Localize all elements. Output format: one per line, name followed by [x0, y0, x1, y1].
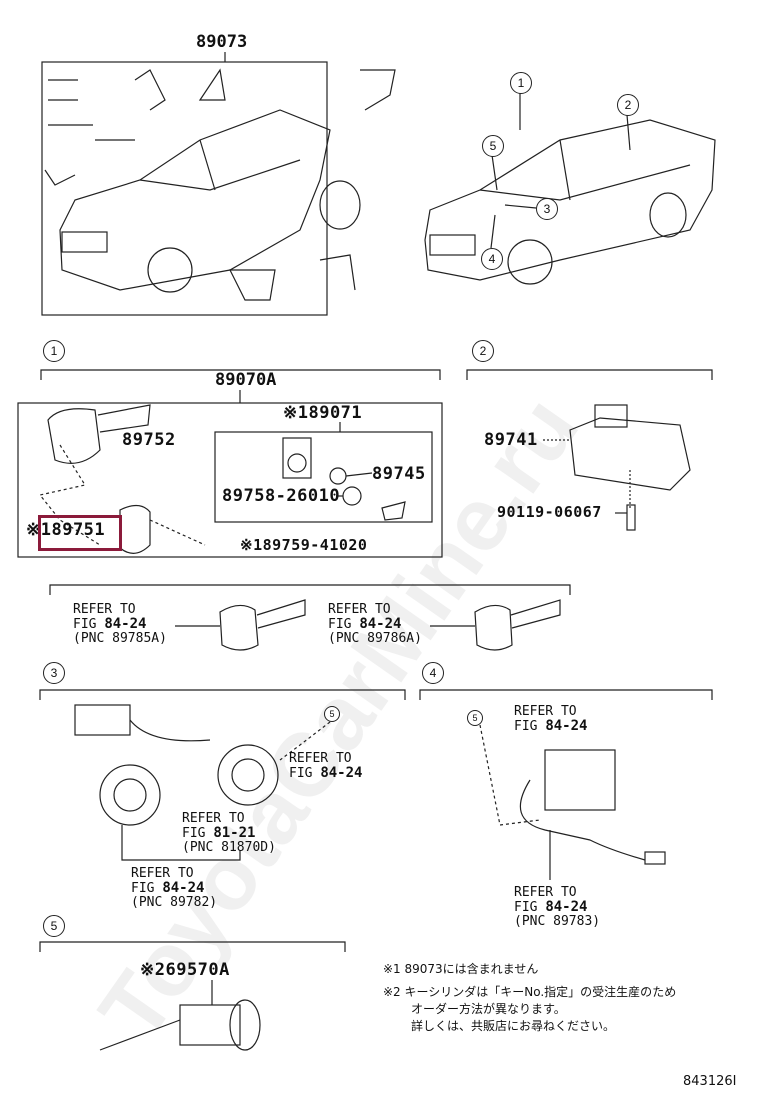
part-89752: 89752 [122, 430, 176, 450]
assembly-label-89073: 89073 [196, 32, 248, 52]
section-3-marker: 3 [43, 662, 65, 684]
footnote-2-line3: 詳しくは、共販店にお尋ねください。 [411, 1019, 616, 1033]
part-69570A: ※269570A [140, 960, 230, 980]
part-89759-41020: ※189759-41020 [240, 536, 368, 554]
callout-5: 5 [482, 135, 504, 157]
section-1-marker: 1 [43, 340, 65, 362]
part-89758-26010: 89758-26010 [222, 486, 341, 506]
callout-1: 1 [510, 72, 532, 94]
car-drawing-right [424, 92, 716, 285]
figure-id: 843126I [683, 1074, 737, 1089]
footnote-2-line2: オーダー方法が異なります。 [411, 1002, 566, 1016]
section-2-marker: 2 [472, 340, 494, 362]
switch-harness-drawing [479, 724, 666, 880]
assembly-box [41, 61, 328, 316]
section-4-callout-5: 5 [467, 710, 483, 726]
car-drawing-left [44, 68, 396, 301]
callout-3: 3 [536, 198, 558, 220]
key-ref-drawings [175, 599, 561, 651]
part-89751[interactable]: ※189751 [26, 520, 106, 540]
callout-2: 2 [617, 94, 639, 116]
footnote-1: ※1 89073には含まれません [383, 962, 539, 976]
key-cylinder-drawing [99, 980, 261, 1051]
section-4-marker: 4 [422, 662, 444, 684]
callout-4: 4 [481, 248, 503, 270]
section-5-marker: 5 [43, 915, 65, 937]
section-3-callout-5: 5 [324, 706, 340, 722]
part-90119-06067: 90119-06067 [497, 503, 602, 521]
part-89071: ※189071 [283, 403, 363, 423]
part-89745: 89745 [372, 464, 426, 484]
footnote-2: ※2 キーシリンダは「キーNo.指定」の受注生産のため [383, 985, 677, 999]
highlight-box [38, 515, 122, 551]
key-drawing [38, 404, 206, 554]
ignition-switch-drawing [74, 704, 331, 861]
assembly-label-89070A: 89070A [215, 370, 277, 390]
part-89741: 89741 [484, 430, 538, 450]
